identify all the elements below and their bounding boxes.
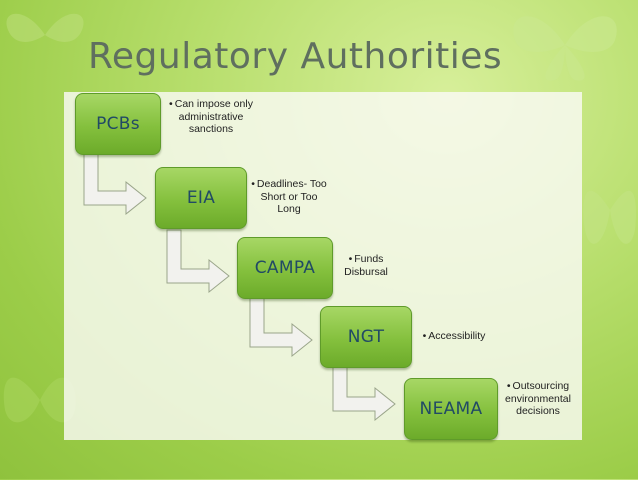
step-label: EIA [186,188,216,208]
step-box-neama: NEAMA [404,378,498,440]
butterfly-icon [513,16,617,81]
step-note: •Outsourcing environmental decisions [505,380,571,417]
connector-arrow-4 [332,357,396,422]
bullet-icon: • [169,98,173,110]
bullet-icon: • [422,330,427,342]
connector-arrow-1 [83,151,147,216]
step-label: NEAMA [419,399,483,419]
step-box-pcbs: PCBs [75,93,161,155]
step-box-eia: EIA [155,167,247,229]
step-label: CAMPA [254,258,316,278]
step-box-campa: CAMPA [237,237,333,299]
bullet-icon: • [506,380,511,392]
step-label: PCBs [96,114,140,134]
connector-arrow-3 [249,293,313,358]
step-label: NGT [347,327,385,347]
butterfly-icon [6,13,84,42]
step-note: •Funds Disbursal [344,253,388,278]
butterfly-icon [583,190,636,244]
page-title: Regulatory Authorities [88,36,503,77]
bullet-icon: • [348,253,353,265]
step-box-ngt: NGT [320,306,412,368]
step-note: •Accessibility [422,330,486,342]
step-note: •Deadlines- Too Short or Too Long [251,178,327,215]
step-note: •Can impose only administrative sanction… [169,98,253,135]
bullet-icon: • [251,178,255,190]
connector-arrow-2 [166,229,230,294]
